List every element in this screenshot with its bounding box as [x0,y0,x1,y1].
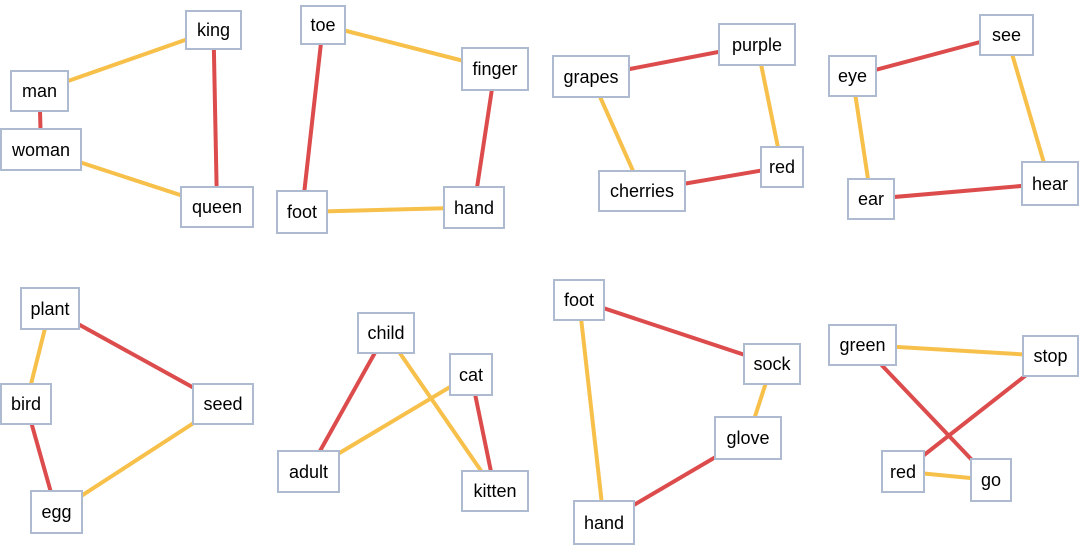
node-seed: seed [192,383,254,425]
node-queen: queen [180,186,254,228]
edge-foot-sock [578,298,773,366]
node-child: child [357,312,415,354]
edge-green-go [861,343,993,482]
node-finger: finger [461,47,529,91]
node-toe: toe [300,5,346,45]
edge-ear-hear [870,181,1051,201]
node-bird: bird [0,383,52,425]
node-foot: foot [553,279,605,321]
node-man: man [10,70,69,112]
node-hand: hand [443,186,505,229]
edge-child-kitten [384,331,497,493]
node-red: red [760,146,804,188]
node-grapes: grapes [552,55,630,98]
node-foot: foot [276,190,328,234]
node-ear: ear [847,178,895,220]
node-sock: sock [743,343,801,385]
node-woman: woman [0,128,82,171]
node-hear: hear [1021,161,1079,206]
edge-finger-hand [472,68,497,208]
node-go: go [970,458,1012,502]
node-eye: eye [828,55,877,97]
node-stop: stop [1022,335,1079,377]
node-glove: glove [714,416,782,460]
graph-7-edges [577,298,774,525]
edge-child-adult [306,332,388,473]
node-see: see [979,14,1034,56]
node-purple: purple [718,23,796,66]
node-red: red [881,450,925,493]
edge-see-hear [1004,34,1052,185]
node-adult: adult [277,450,340,493]
graph-1-edges [37,28,219,209]
edge-foot-hand [577,299,606,523]
node-cherries: cherries [598,170,686,212]
edge-toe-foot [300,24,325,213]
node-plant: plant [20,287,80,330]
node-king: king [185,10,242,50]
node-kitten: kitten [461,470,529,512]
node-cat: cat [449,353,493,396]
edge-king-queen [211,29,219,208]
node-green: green [828,324,897,366]
node-hand: hand [573,500,635,545]
node-egg: egg [30,490,83,534]
